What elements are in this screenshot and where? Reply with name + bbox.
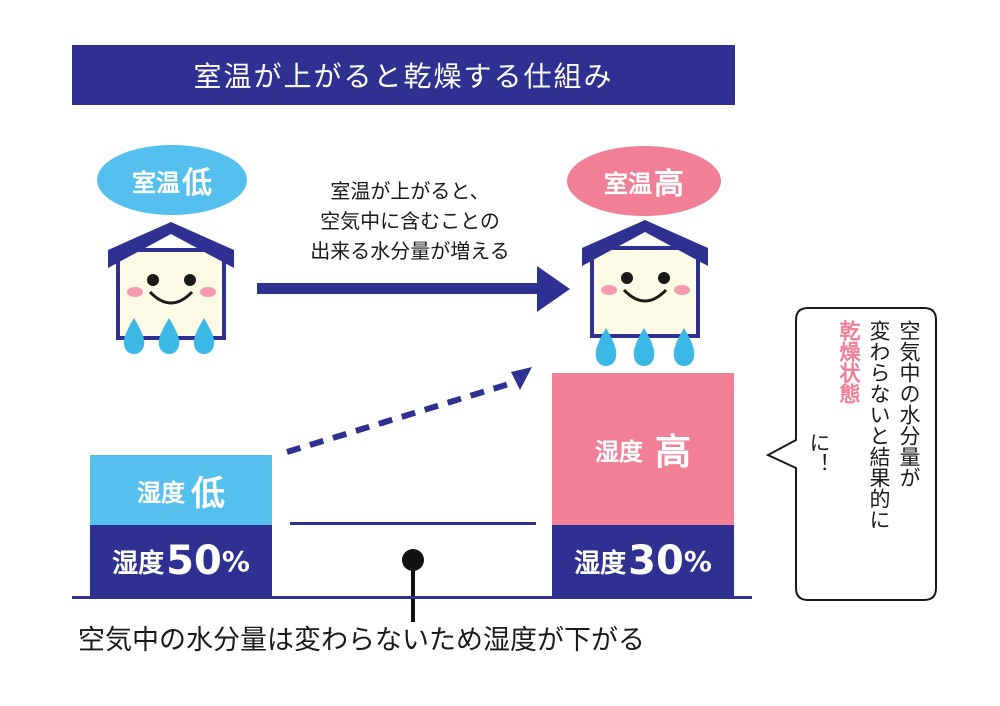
humidity-high-emphasis: 高 (654, 432, 691, 473)
water-amount-line (290, 522, 536, 525)
humidity-low-box: 湿度低 (90, 455, 272, 525)
bottom-caption: 空気中の水分量は変わらないため湿度が下がる (78, 625, 645, 656)
note-line-1: 室温が上がると、 (330, 179, 490, 203)
title-bar: 室温が上がると乾燥する仕組み (72, 45, 735, 105)
bubble-text: 空気中の水分量が 変わらないと結果的に 乾燥状態 に！ (802, 320, 928, 600)
humidity-high-label: 湿度 (594, 437, 643, 466)
dotted-arrow-icon (286, 367, 532, 455)
note-line-2: 空気中に含むことの (320, 209, 500, 233)
humidity-low-label: 湿度 (137, 478, 185, 507)
humidity-high-unit: % (683, 544, 712, 578)
speech-bubble-icon (765, 307, 937, 601)
room-temp-low-emphasis: 低 (182, 166, 212, 201)
humidity-low-unit: % (221, 544, 250, 578)
room-temp-low-badge: 室温低 (97, 145, 247, 215)
water-drop-icon (123, 318, 215, 354)
bubble-col-4: に！ (807, 432, 831, 474)
room-temp-high-label: 室温 (604, 169, 652, 198)
room-temp-low-label: 室温 (132, 168, 180, 197)
baseline (72, 596, 752, 599)
humidity-high-value-label: 湿度 (574, 548, 627, 579)
water-drop-icon (595, 328, 695, 366)
note-line-3: 出来る水分量が増える (310, 239, 510, 263)
house-face-icon (582, 220, 708, 338)
page-title: 室温が上がると乾燥する仕組み (193, 60, 614, 93)
humidity-low-emphasis: 低 (191, 473, 225, 514)
arrow-right-icon (257, 266, 570, 312)
bubble-col-3: 乾燥状態 (837, 320, 861, 404)
humidity-high-box: 湿度高 (552, 373, 734, 525)
caption-pointer (402, 549, 424, 622)
humidity-high-value: 30 (628, 538, 684, 584)
bubble-col-1: 空気中の水分量が (897, 320, 921, 488)
room-temp-high-badge: 室温高 (567, 146, 721, 216)
explanation-note: 室温が上がると、 空気中に含むことの 出来る水分量が増える (270, 176, 550, 266)
humidity-low-value: 50 (166, 538, 222, 584)
room-temp-high-emphasis: 高 (654, 167, 684, 202)
humidity-low-value-label: 湿度 (112, 548, 165, 579)
bubble-col-2: 変わらないと結果的に (867, 320, 891, 530)
house-face-icon (108, 222, 234, 340)
